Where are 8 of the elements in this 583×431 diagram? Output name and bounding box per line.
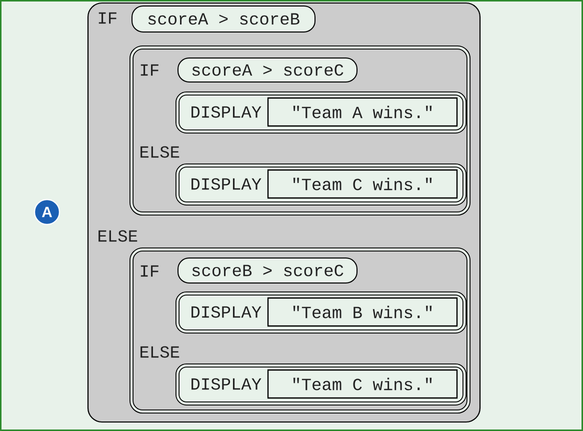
condition-pill: scoreA > scoreC xyxy=(178,58,358,82)
condition-pill: scoreB > scoreC xyxy=(178,258,358,284)
string-box: "Team B wins." xyxy=(267,297,458,327)
string-box: "Team A wins." xyxy=(267,97,458,127)
string-box: "Team C wins." xyxy=(267,369,458,399)
condition-pill: scoreA > scoreB xyxy=(132,6,316,32)
string-box: "Team C wins." xyxy=(267,169,458,199)
callout-badge: A xyxy=(34,198,60,226)
